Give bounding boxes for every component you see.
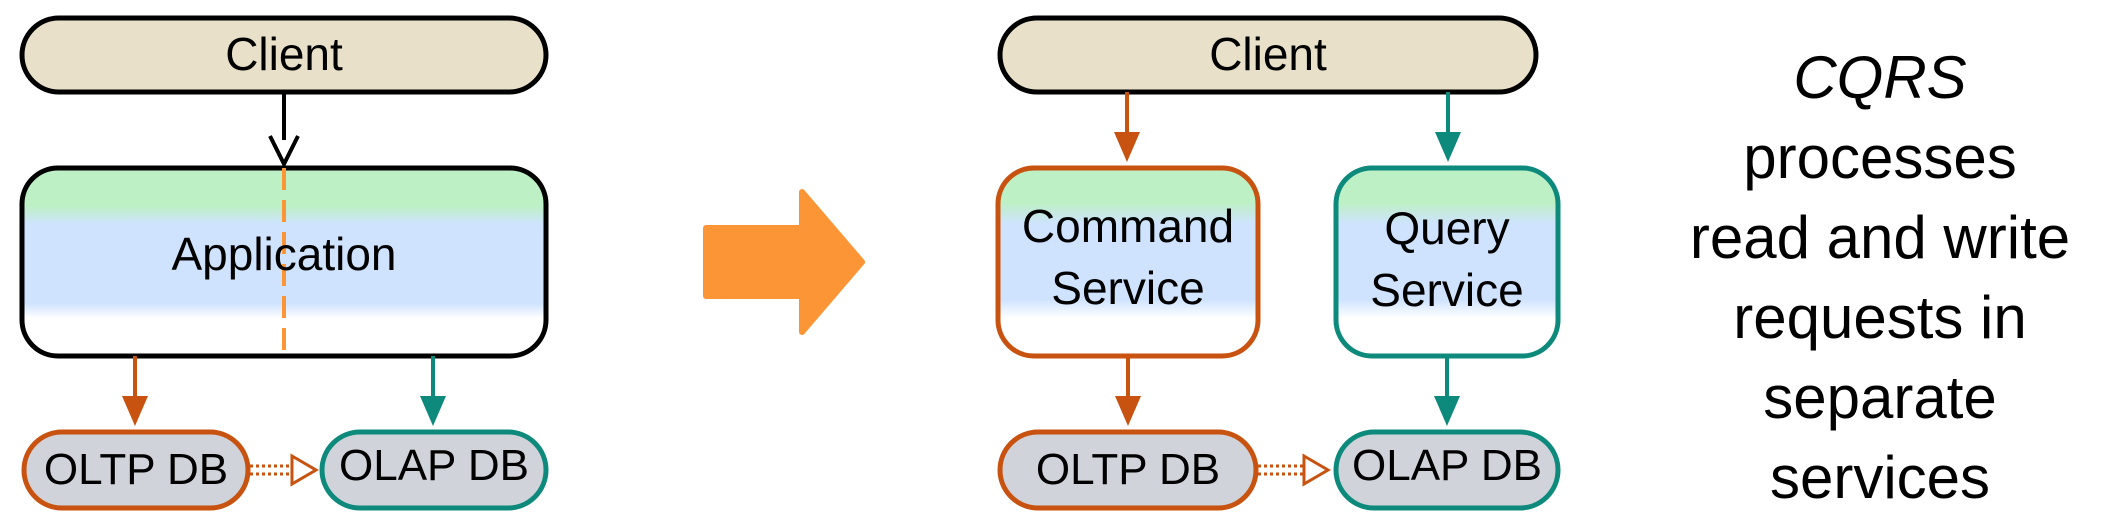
left-client-label: Client [225,28,343,80]
query-service-line1: Query [1384,202,1509,254]
left-diagram: Client Application OLTP DB [19,15,549,511]
right-command-to-oltp-arrow [1115,356,1141,426]
right-diagram: Client Command Service Query Service [995,15,1561,511]
cqrs-caption: CQRS processes read and write requests i… [1660,38,2100,518]
caption-line-3: read and write [1689,204,2071,271]
left-client-box: Client [19,15,549,95]
left-app-to-oltp-arrow [122,356,148,426]
command-service-line2: Service [1051,262,1204,314]
caption-line-4: requests in [1733,284,2027,351]
right-client-label: Client [1209,28,1327,80]
left-oltp-db: OLTP DB [21,429,251,511]
right-oltp-db: OLTP DB [997,429,1259,511]
right-client-to-query-arrow [1435,92,1461,162]
command-service-line1: Command [1022,200,1234,252]
caption-line-2: processes [1743,124,2017,191]
right-client-box: Client [997,15,1539,95]
left-sync-arrow [250,453,319,487]
left-application-label: Application [171,228,396,280]
caption-line-5: separate [1763,364,1997,431]
right-olap-label: OLAP DB [1352,441,1542,490]
query-service-box: Query Service [1333,165,1561,359]
query-service-line2: Service [1370,264,1523,316]
left-olap-label: OLAP DB [339,441,529,490]
left-application-box: Application [19,165,549,359]
right-query-to-olap-arrow [1434,356,1460,426]
left-oltp-label: OLTP DB [44,445,228,494]
right-arrow-icon [703,189,865,335]
right-client-to-command-arrow [1114,92,1140,162]
caption-line-1: CQRS [1793,44,1967,111]
left-olap-db: OLAP DB [319,429,549,511]
right-olap-db: OLAP DB [1333,429,1561,511]
right-oltp-label: OLTP DB [1036,445,1220,494]
left-client-to-app-arrow [268,92,300,169]
right-sync-arrow [1258,453,1331,487]
left-app-to-olap-arrow [420,356,446,426]
command-service-box: Command Service [995,165,1261,359]
caption-line-6: services [1769,444,1991,511]
